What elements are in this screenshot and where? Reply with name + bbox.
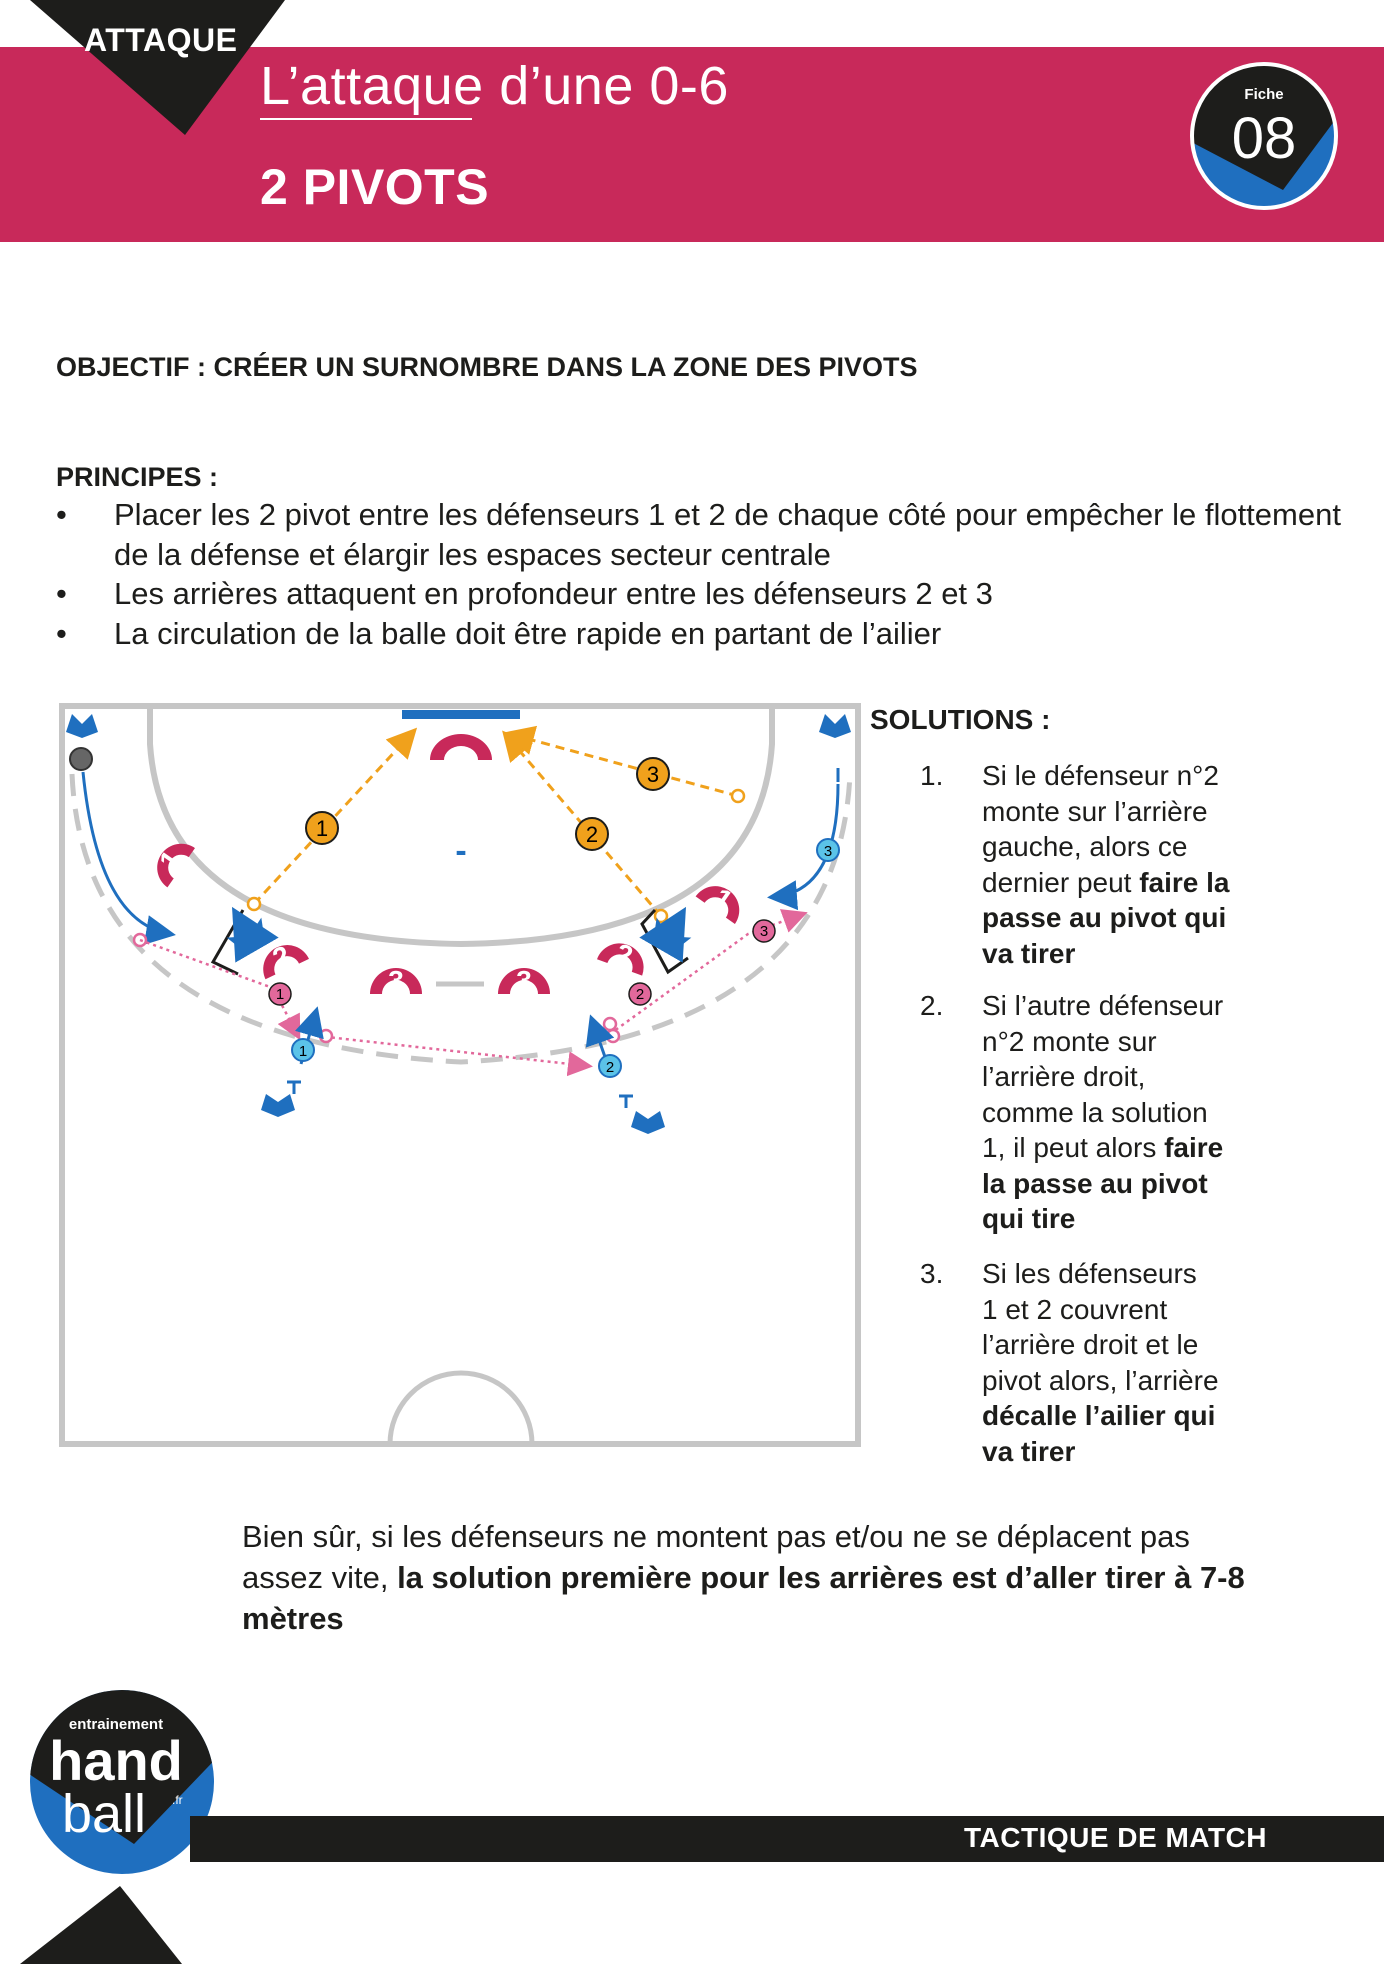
goalkeeper (430, 734, 492, 760)
bullet-icon: • (56, 576, 67, 611)
solution-line: monte sur l’arrière (982, 795, 1208, 827)
footer-bar (190, 1816, 1384, 1862)
svg-text:3: 3 (516, 965, 532, 996)
logo-top-text: entrainement (69, 1716, 163, 1733)
fiche-label: Fiche (1244, 86, 1283, 103)
defender-number: 1 (268, 982, 292, 1006)
defender-number: 2 (628, 982, 652, 1006)
solution-line: gauche, alors ce (982, 831, 1188, 862)
footer-label: TACTIQUE DE MATCH (964, 1822, 1267, 1853)
bullet-icon: • (56, 616, 67, 651)
pass-line (502, 730, 663, 917)
solution-line: va tirer (982, 1435, 1076, 1467)
solution-number: 3. (920, 1258, 944, 1289)
solution-line: 1, il peut alors faire (982, 1132, 1224, 1163)
logo-suffix: .fr (172, 1793, 183, 1807)
solution-line: qui tire (982, 1203, 1076, 1234)
solution-line: Si les défenseurs (982, 1258, 1197, 1289)
solution-line: pivot alors, l’arrière (982, 1364, 1219, 1396)
goal-area-line (147, 708, 775, 948)
principles-heading: PRINCIPES : (56, 462, 219, 492)
left-winger (66, 714, 176, 948)
site-logo: entrainement hand ball .fr (30, 1690, 214, 1874)
solution-line: n°2 monte sur (982, 1025, 1157, 1057)
attacker-number: 3 (816, 838, 840, 862)
fiche-number: 08 (1232, 106, 1297, 171)
solution-line: passe au pivot qui (982, 902, 1227, 933)
court-diagram: - 1 2 3 1 2 3 3 2 1 (59, 703, 861, 1447)
attacker-number: 2 (598, 1054, 622, 1078)
solution-line: Si l’autre défenseur (982, 990, 1224, 1021)
solution-line: dernier peut faire la (982, 866, 1230, 898)
center-circle (387, 1370, 535, 1445)
solution-line: Si le défenseur n°2 (982, 760, 1219, 791)
defender-number: 3 (752, 919, 776, 943)
objective-heading: OBJECTIF : CRÉER UN SURNOMBRE DANS LA ZO… (56, 352, 918, 382)
court-outline (59, 703, 861, 1447)
principle-text: Placer les 2 pivot entre les défenseurs … (114, 497, 1341, 572)
svg-text:3: 3 (760, 923, 768, 940)
pass-label: 1 (305, 811, 339, 845)
solution-line: décalle l’ailier qui (982, 1400, 1216, 1431)
right-winger: 3 (767, 714, 851, 911)
svg-text:2: 2 (586, 822, 598, 847)
conclusion-emphasis: la solution première pour les arrières e… (242, 1560, 1245, 1636)
left-back: 1 (261, 1006, 324, 1117)
pass-line (252, 727, 418, 906)
solution-text: Si les défenseurs 1 et 2 couvrent l’arrièr… (982, 1256, 1282, 1469)
solution-line: l’arrière droit, (982, 1061, 1146, 1092)
solution-line: va tirer (982, 937, 1076, 969)
defender: 2 (597, 937, 644, 976)
svg-text:3: 3 (388, 965, 404, 996)
title-underline (260, 118, 472, 120)
pivot-player (226, 906, 279, 963)
conclusion-paragraph: Bien sûr, si les défenseurs ne montent p… (242, 1516, 1272, 1639)
defender: 3 (498, 965, 550, 996)
defender: 3 (370, 965, 422, 996)
ball-path (317, 1034, 593, 1077)
solutions-heading: SOLUTIONS : (870, 704, 1051, 735)
solution-line: comme la solution (982, 1096, 1208, 1128)
goal (402, 710, 520, 719)
principle-text: La circulation de la balle doit être rap… (114, 616, 942, 651)
corner-triangle (30, 0, 285, 135)
conclusion-text: Bien sûr, si les défenseurs ne montent p… (242, 1519, 1190, 1595)
court-marker: - (455, 832, 466, 870)
attacker-number: 1 (291, 1038, 315, 1062)
logo-middle-text: hand (49, 1729, 183, 1792)
pass-line (504, 725, 739, 798)
bullet-icon: • (56, 497, 67, 532)
svg-text:1: 1 (316, 816, 328, 841)
pass-label: 2 (575, 817, 609, 851)
solution-line: l’arrière droit et le (982, 1329, 1199, 1360)
ball-icon (69, 747, 93, 771)
fiche-badge: Fiche 08 (1190, 62, 1338, 210)
defender: 1 (153, 843, 195, 888)
ball-path (609, 909, 808, 1036)
pass-label: 3 (636, 757, 670, 791)
principle-text: Les arrières attaquent en profondeur ent… (114, 576, 993, 611)
solution-number: 1. (920, 760, 944, 791)
solution-text: Si le défenseur n°2 monte sur l’arrière ga… (982, 758, 1282, 971)
solution-line: 1 et 2 couvrent (982, 1293, 1168, 1325)
page-subtitle: 2 PIVOTS (260, 159, 490, 215)
svg-text:3: 3 (647, 762, 659, 787)
solution-line: la passe au pivot (982, 1167, 1208, 1199)
solution-number: 2. (920, 990, 944, 1021)
svg-text:3: 3 (824, 843, 832, 860)
section-label: ATTAQUE (84, 22, 238, 58)
right-back: 2 (585, 1014, 665, 1134)
logo-bottom-text: ball (62, 1784, 146, 1844)
page-title: L’attaque d’une 0-6 (260, 56, 729, 116)
solution-text: Si l’autre défenseur n°2 monte sur l’arriè… (982, 988, 1282, 1237)
header-band (0, 47, 1384, 242)
svg-text:1: 1 (276, 986, 284, 1003)
pivot-player (639, 906, 692, 963)
svg-text:2: 2 (606, 1059, 614, 1076)
bottom-triangle (20, 1886, 182, 1964)
svg-text:2: 2 (636, 986, 644, 1003)
defender: 1 (695, 882, 740, 924)
svg-text:1: 1 (299, 1043, 307, 1060)
